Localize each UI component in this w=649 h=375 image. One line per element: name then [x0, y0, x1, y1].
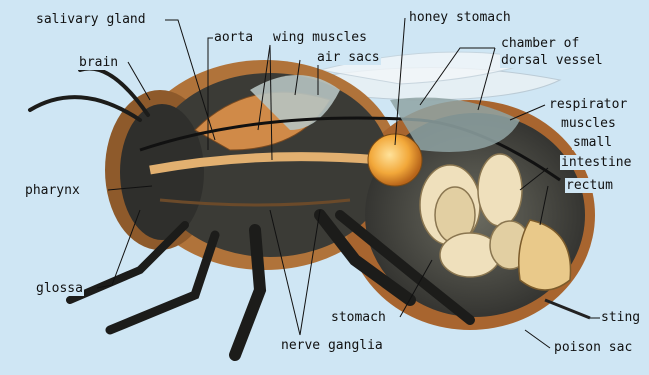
label-nerve-ganglia: nerve ganglia	[280, 338, 384, 353]
label-dorsal-vessel: dorsal vessel	[500, 53, 604, 68]
label-glossa: glossa	[35, 281, 84, 296]
label-chamber-of: chamber of	[500, 36, 580, 51]
label-sting: sting	[600, 310, 641, 325]
label-wing-muscles: wing muscles	[272, 30, 368, 45]
label-brain: brain	[78, 55, 119, 70]
sting-shape	[545, 300, 590, 318]
label-small: small	[572, 135, 613, 150]
label-muscles: muscles	[560, 116, 617, 131]
label-poison-sac: poison sac	[553, 340, 633, 355]
label-intestine: intestine	[560, 155, 632, 170]
label-respirator: respirator	[548, 97, 628, 112]
label-pharynx: pharynx	[24, 183, 81, 198]
label-honey-stomach: honey stomach	[408, 10, 512, 25]
label-salivary-gland: salivary gland	[35, 12, 147, 27]
label-aorta: aorta	[213, 30, 254, 45]
label-stomach: stomach	[330, 310, 387, 325]
label-air-sacs: air sacs	[316, 50, 381, 65]
label-rectum: rectum	[565, 178, 614, 193]
antennae	[30, 68, 148, 120]
